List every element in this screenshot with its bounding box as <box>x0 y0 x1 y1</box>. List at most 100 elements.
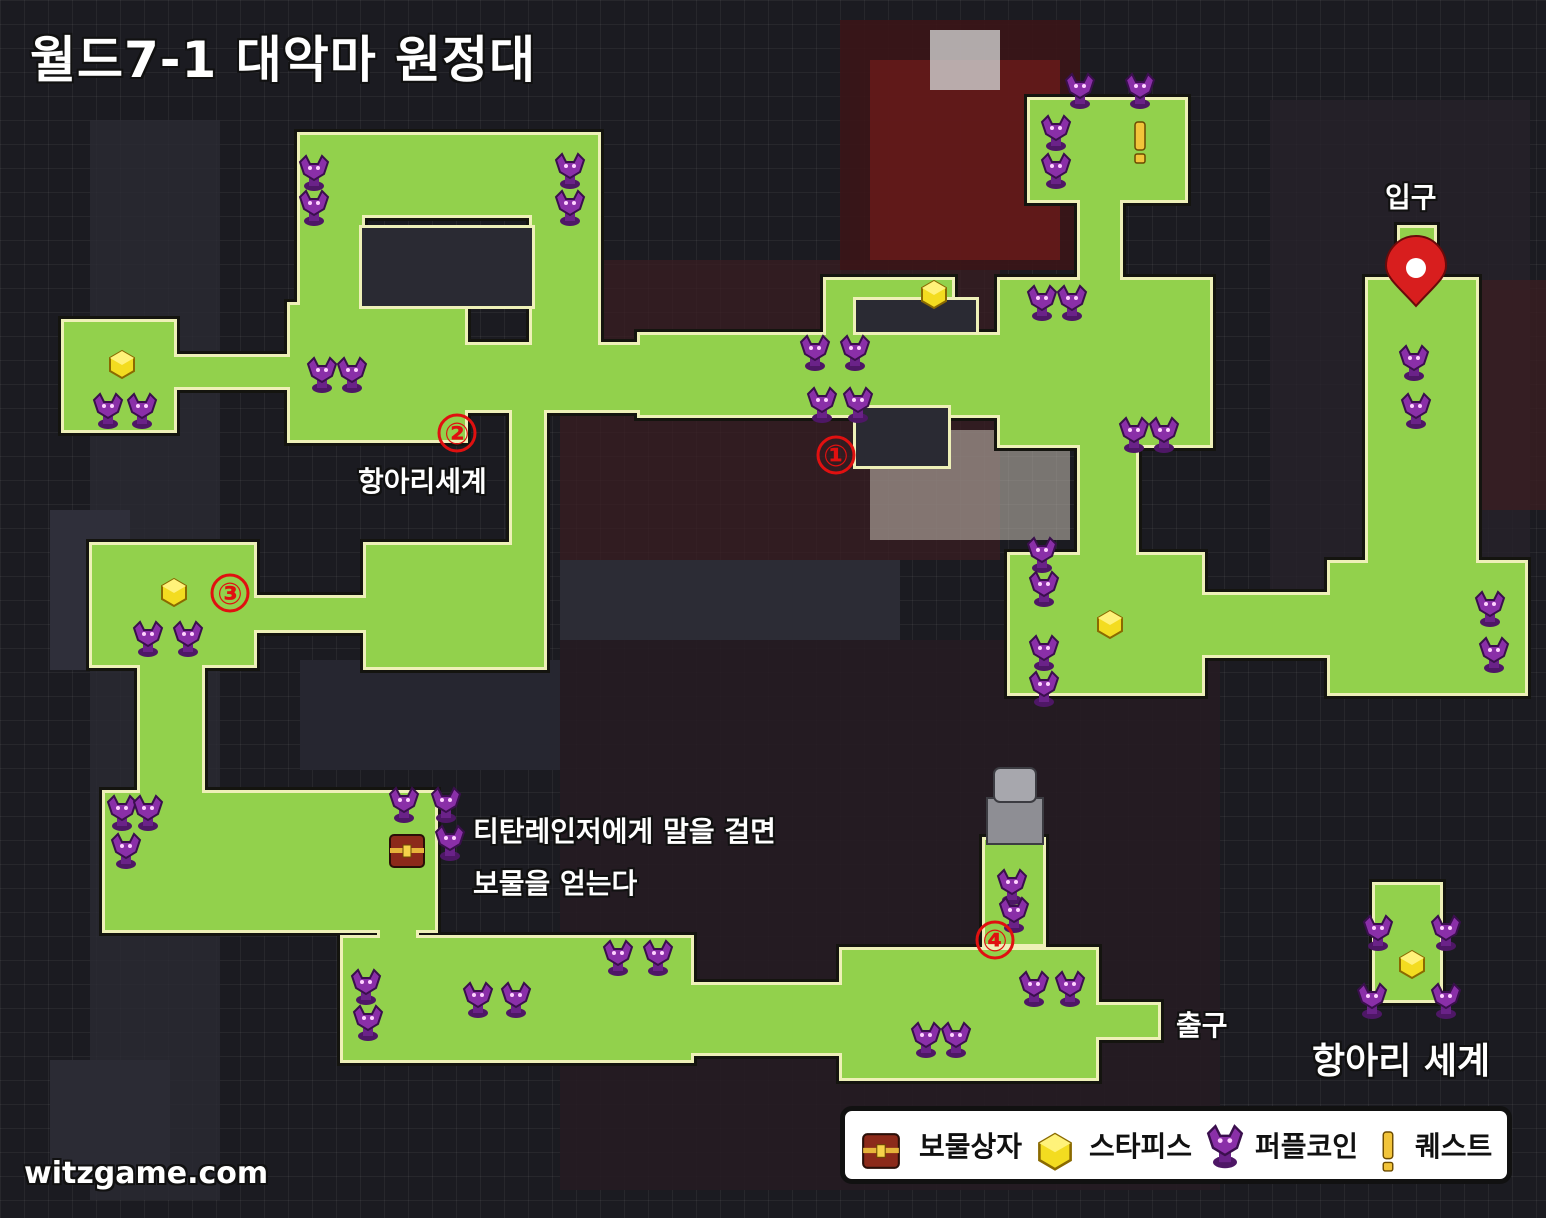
starpiece-icon <box>1399 949 1425 980</box>
chest-icon <box>862 1133 900 1169</box>
corridor-segment <box>1080 195 1120 285</box>
entrance-label: 입구 <box>1385 181 1437 214</box>
purple-coin-icon <box>306 356 338 393</box>
wall-block <box>856 408 948 466</box>
legend-starpiece-label: 스타피스 <box>1089 1130 1193 1163</box>
starpiece-icon <box>921 279 947 310</box>
purple-coin-icon <box>1026 284 1058 321</box>
purple-coin-icon <box>106 794 138 831</box>
purple-coin-icon <box>642 939 674 976</box>
starpiece-icon <box>1097 609 1123 640</box>
route-marker-label: ③ <box>217 577 242 612</box>
purple-coin-icon <box>1028 634 1060 671</box>
purple-coin-icon <box>1056 284 1088 321</box>
corridor-segment <box>380 880 416 940</box>
purple-coin-icon <box>92 392 124 429</box>
route-marker: ② <box>437 413 477 453</box>
corridor-segment <box>842 950 1096 1078</box>
purple-coin-icon <box>910 1021 942 1058</box>
route-marker-label: ④ <box>982 924 1007 959</box>
wall-block <box>856 300 976 332</box>
corridor-segment <box>462 345 642 410</box>
purple-coin-icon <box>132 794 164 831</box>
purple-coin-icon <box>434 824 466 861</box>
purple-coin-icon <box>1148 416 1180 453</box>
exit-label: 출구 <box>1176 1009 1228 1042</box>
route-marker: ① <box>816 435 856 475</box>
purple-coin-icon <box>430 786 462 823</box>
jar-world-label-small: 항아리세계 <box>358 465 487 498</box>
purple-coin-icon <box>500 981 532 1018</box>
corridor-segment <box>1080 440 1136 565</box>
corridor-segment <box>690 985 842 1053</box>
watermark: witzgame.com <box>24 1156 269 1191</box>
chest-icon <box>389 834 425 868</box>
treasure-note-line2: 보물을 얻는다 <box>473 867 638 900</box>
purple-coin-icon <box>1028 670 1060 707</box>
purple-coin-icon <box>1118 416 1150 453</box>
purple-coin-icon <box>554 152 586 189</box>
route-marker-label: ① <box>823 439 848 474</box>
purple-coin-icon <box>1362 914 1394 951</box>
purple-coin-icon <box>1430 914 1462 951</box>
jar-world-label: 항아리 세계 <box>1312 1041 1491 1082</box>
purple-coin-icon <box>940 1021 972 1058</box>
corridor-segment <box>250 598 370 630</box>
route-marker-label: ② <box>444 417 469 452</box>
starpiece-icon <box>161 577 187 608</box>
purple-coin-icon <box>1400 392 1432 429</box>
purple-coin-icon <box>1398 344 1430 381</box>
purple-coin-icon <box>126 392 158 429</box>
purple-coin-icon <box>1040 152 1072 189</box>
purple-coin-icon <box>298 154 330 191</box>
route-marker: ③ <box>210 573 250 613</box>
statue-icon <box>986 767 1044 845</box>
purple-coin-icon <box>1478 636 1510 673</box>
purple-coin-icon <box>998 896 1030 933</box>
purple-coin-icon <box>996 868 1028 905</box>
purple-coin-icon <box>1028 570 1060 607</box>
quest-icon <box>1134 121 1146 164</box>
purple-coin-icon <box>1474 590 1506 627</box>
purple-coin-icon <box>1356 982 1388 1019</box>
purple-coin-icon <box>842 386 874 423</box>
starpiece-icon <box>109 349 135 380</box>
purple-coin-icon <box>602 939 634 976</box>
purple-coin-icon <box>462 981 494 1018</box>
corridor-segment <box>140 660 202 800</box>
quest-icon <box>1382 1131 1394 1172</box>
purple-coin-icon <box>132 620 164 657</box>
purple-coin-icon <box>388 786 420 823</box>
purple-coin-icon <box>336 356 368 393</box>
purple-coin-icon <box>1026 536 1058 573</box>
purple-coin-icon <box>839 334 871 371</box>
corridor-segment <box>170 357 295 387</box>
purple-coin-icon <box>799 334 831 371</box>
purple-coin-icon <box>1018 970 1050 1007</box>
corridor-segment <box>1095 1005 1158 1037</box>
corridor-segment <box>366 545 544 667</box>
corridor-segment <box>1195 595 1335 655</box>
wall-block <box>362 228 532 306</box>
legend-quest-label: 퀘스트 <box>1415 1130 1493 1163</box>
page-title: 월드7-1 대악마 원정대 <box>30 31 537 89</box>
legend-box: 보물상자 스타피스 퍼플코인 퀘스트 <box>840 1106 1512 1184</box>
purple-coin-icon <box>1064 72 1096 109</box>
legend-purplecoin-label: 퍼플코인 <box>1255 1130 1359 1163</box>
purple-coin-icon <box>806 386 838 423</box>
corridor-segment <box>1000 280 1210 445</box>
corridor-segment <box>1375 885 1440 1000</box>
route-marker: ④ <box>975 920 1015 960</box>
purple-coin-icon <box>1124 72 1156 109</box>
purple-coin-icon <box>1054 970 1086 1007</box>
purple-coin-icon <box>350 968 382 1005</box>
corridor-segment <box>512 388 544 560</box>
legend-icons <box>862 1124 1394 1172</box>
purple-coin-icon <box>172 620 204 657</box>
purple-coin-icon <box>1040 114 1072 151</box>
purple-coin-icon <box>110 832 142 869</box>
treasure-note-line1: 티탄레인저에게 말을 걸면 <box>473 815 776 848</box>
